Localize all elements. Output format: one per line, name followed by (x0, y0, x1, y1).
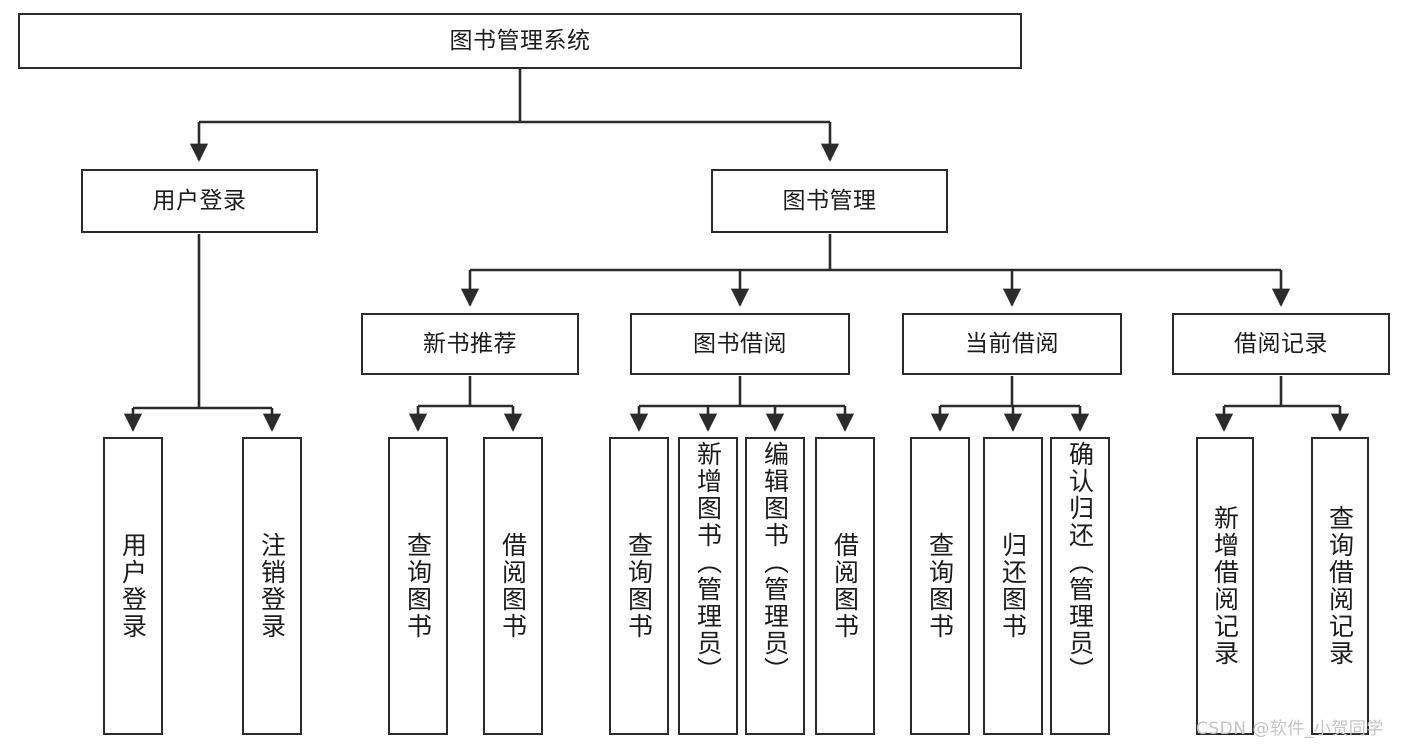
node-user-login[interactable]: 用户登录 (81, 169, 318, 233)
leaf-user-login-login[interactable]: 用户登录 (103, 437, 163, 735)
leaf-recommend-query-book[interactable]: 查询图书 (388, 437, 448, 735)
leaf-borrow-borrow-book[interactable]: 借阅图书 (815, 437, 875, 735)
leaf-current-return-book-label: 归还图书 (998, 532, 1028, 640)
leaf-borrow-add-book[interactable]: 新增图书（管理员） (678, 437, 738, 735)
leaf-borrow-edit-book-label: 编辑图书（管理员） (760, 441, 790, 684)
leaf-user-login-login-label: 用户登录 (118, 532, 148, 640)
node-root-label: 图书管理系统 (449, 27, 591, 54)
leaf-borrow-edit-book[interactable]: 编辑图书（管理员） (745, 437, 805, 735)
leaf-borrow-query-book[interactable]: 查询图书 (609, 437, 669, 735)
leaf-borrow-add-book-label: 新增图书（管理员） (693, 441, 723, 684)
leaf-record-add-record-label: 新增借阅记录 (1210, 505, 1240, 667)
leaf-record-query-record[interactable]: 查询借阅记录 (1311, 437, 1369, 735)
node-current-borrow[interactable]: 当前借阅 (902, 313, 1122, 375)
node-book-management[interactable]: 图书管理 (711, 169, 948, 233)
leaf-current-confirm-return[interactable]: 确认归还（管理员） (1050, 437, 1110, 735)
csdn-watermark: CSDN @软件_小贺同学 (1196, 719, 1384, 739)
leaf-borrow-borrow-book-label: 借阅图书 (830, 532, 860, 640)
leaf-recommend-borrow-book[interactable]: 借阅图书 (483, 437, 543, 735)
node-book-borrow-label: 图书借阅 (693, 330, 787, 357)
leaf-record-add-record[interactable]: 新增借阅记录 (1196, 437, 1254, 735)
leaf-record-query-record-label: 查询借阅记录 (1325, 505, 1355, 667)
leaf-current-query-book[interactable]: 查询图书 (910, 437, 970, 735)
leaf-user-login-logout-label: 注销登录 (257, 532, 287, 640)
leaf-recommend-query-book-label: 查询图书 (403, 532, 433, 640)
node-book-borrow[interactable]: 图书借阅 (630, 313, 850, 375)
leaf-recommend-borrow-book-label: 借阅图书 (498, 532, 528, 640)
node-user-login-label: 用户登录 (152, 187, 247, 214)
leaf-current-query-book-label: 查询图书 (925, 532, 955, 640)
node-new-book-recommend-label: 新书推荐 (423, 330, 517, 357)
node-book-management-label: 图书管理 (782, 187, 877, 214)
node-borrow-record-label: 借阅记录 (1234, 330, 1328, 357)
node-borrow-record[interactable]: 借阅记录 (1172, 313, 1390, 375)
leaf-user-login-logout[interactable]: 注销登录 (242, 437, 302, 735)
leaf-current-confirm-return-label: 确认归还（管理员） (1065, 441, 1095, 684)
node-current-borrow-label: 当前借阅 (965, 330, 1059, 357)
leaf-borrow-query-book-label: 查询图书 (624, 532, 654, 640)
node-root[interactable]: 图书管理系统 (18, 13, 1022, 69)
node-new-book-recommend[interactable]: 新书推荐 (361, 313, 579, 375)
leaf-current-return-book[interactable]: 归还图书 (983, 437, 1043, 735)
